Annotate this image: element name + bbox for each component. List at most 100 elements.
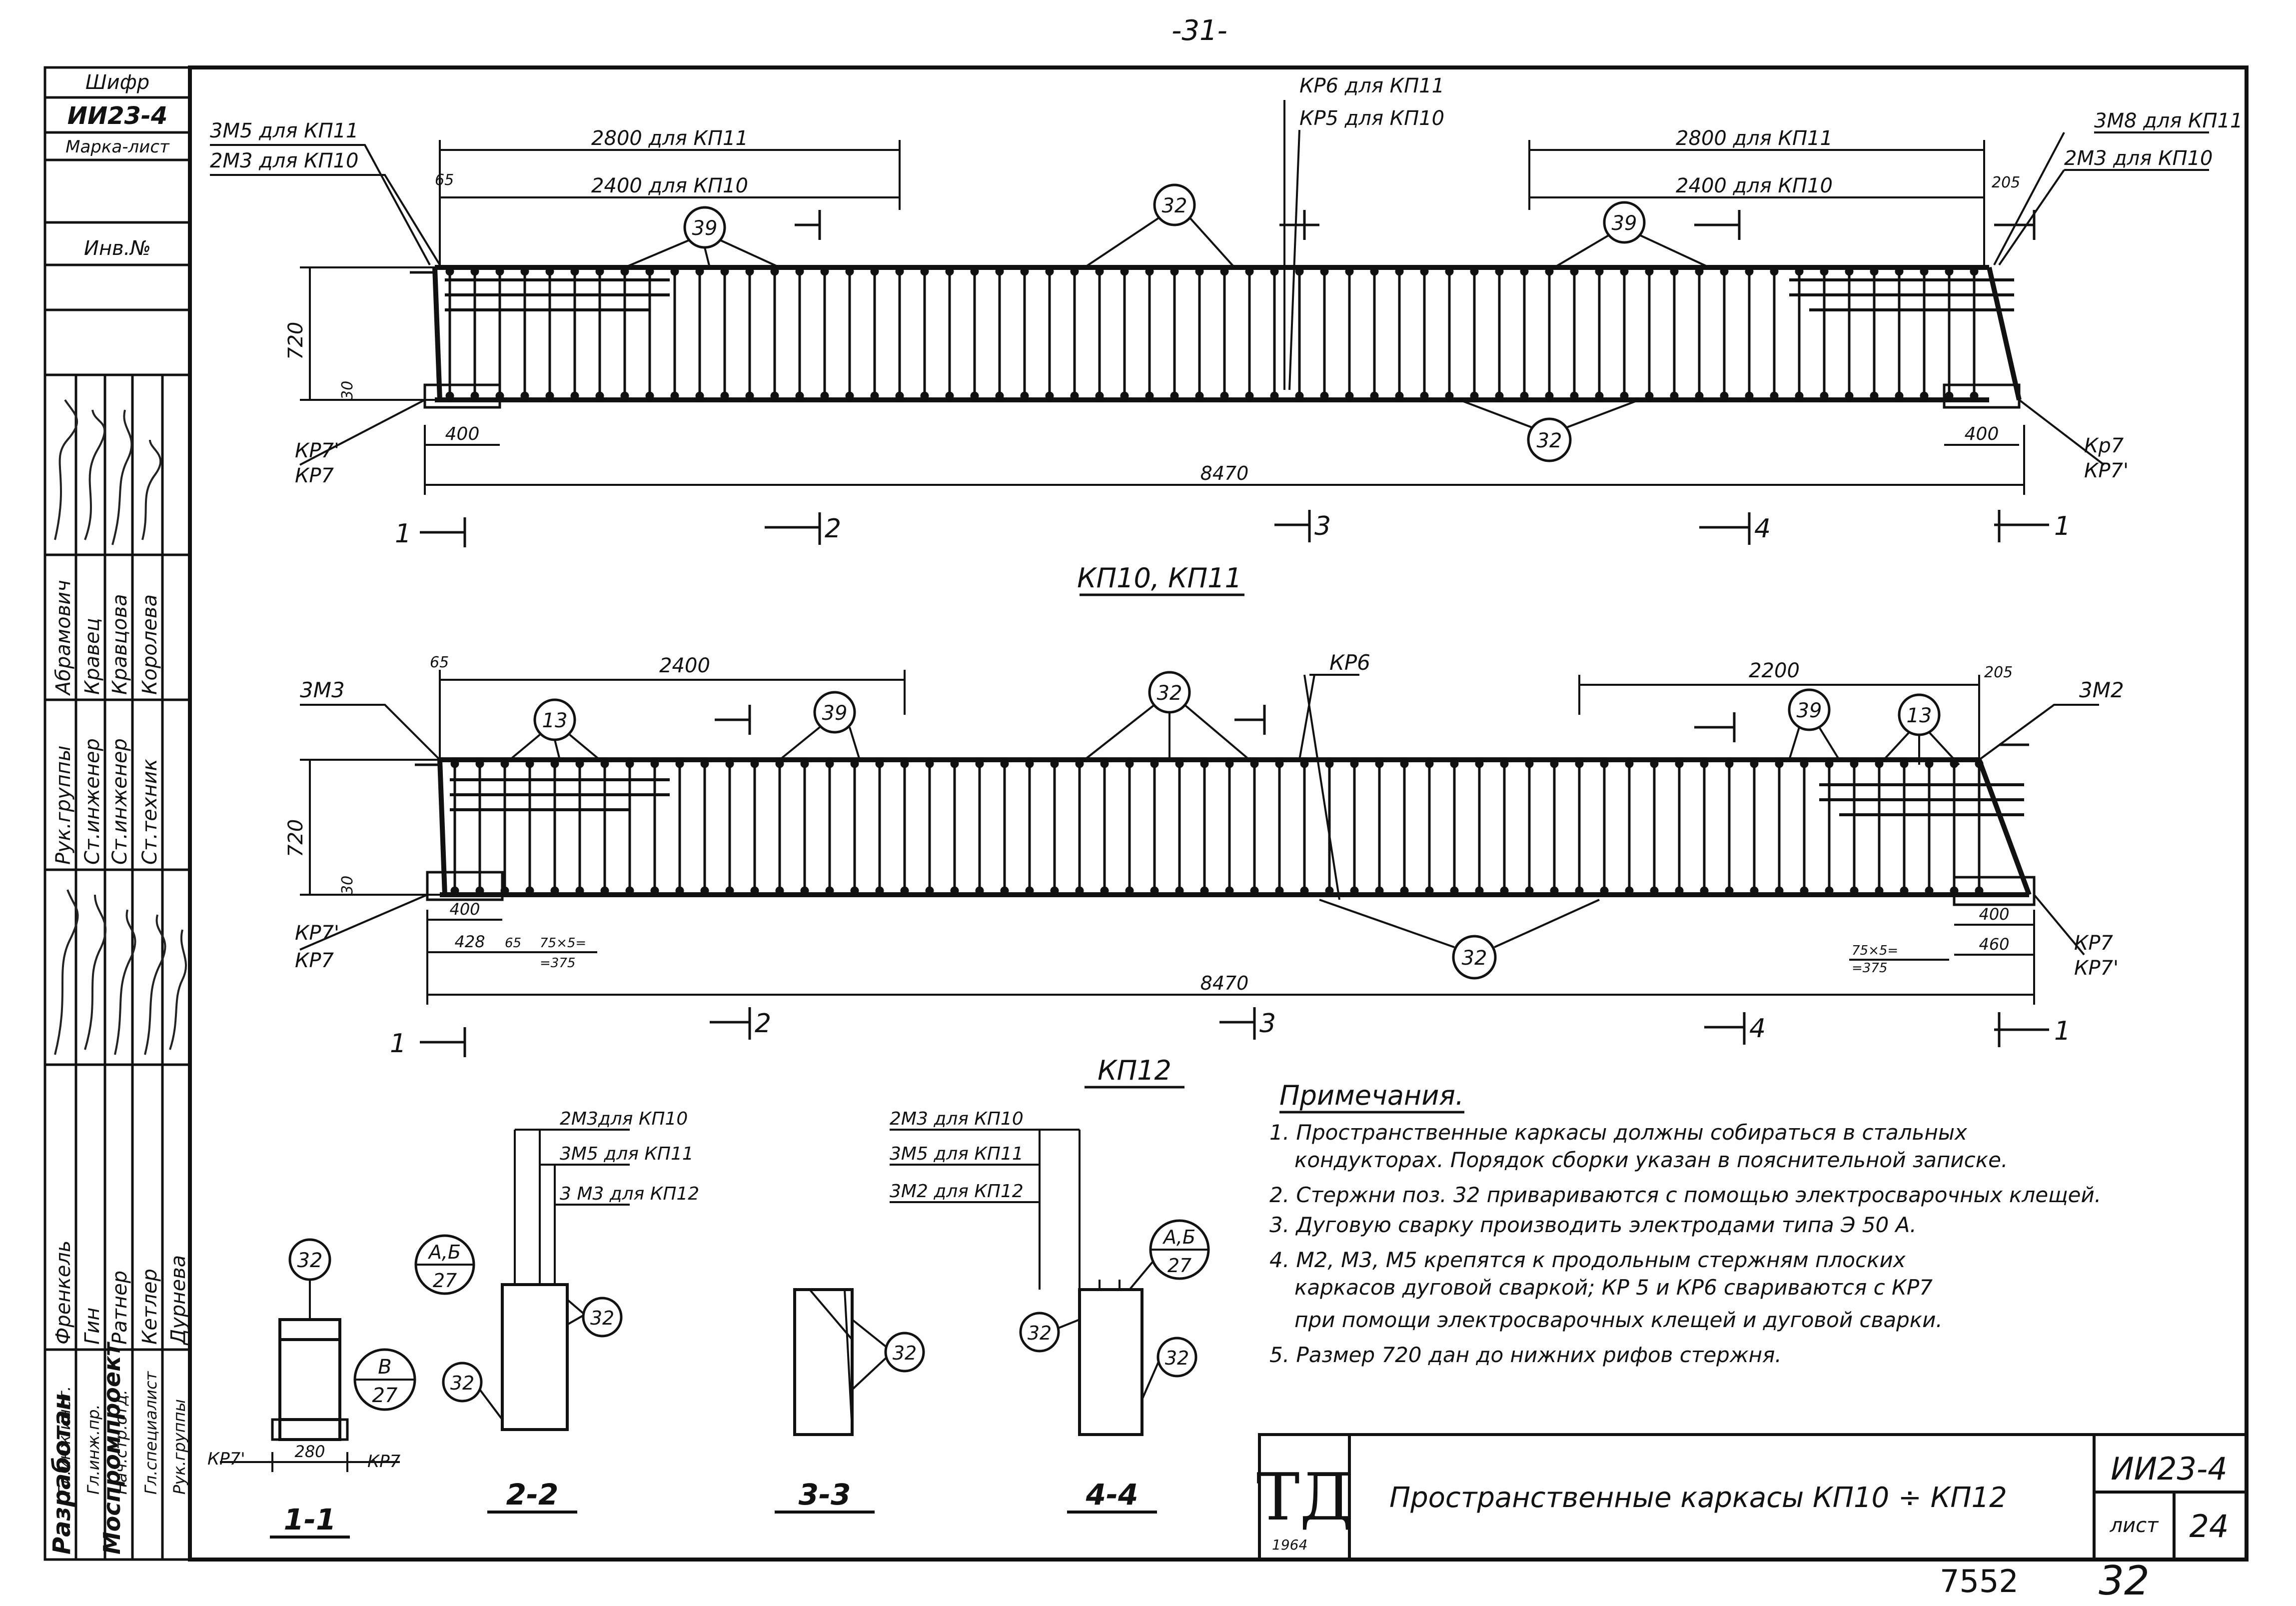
weld-dot — [1975, 886, 1984, 895]
top-dim-65: 65 — [435, 171, 454, 189]
weld-dot — [570, 267, 579, 276]
weld-dot — [1295, 391, 1304, 400]
weld-dot — [1370, 267, 1379, 276]
weld-dot — [1220, 267, 1229, 276]
s11-mark: 32 — [297, 1249, 323, 1272]
bottom-dim-75c: 75×5= — [1852, 943, 1898, 958]
weld-dot — [1770, 267, 1779, 276]
weld-dot — [525, 759, 534, 768]
weld-dot — [875, 759, 884, 768]
top-dim-400-left: 400 — [445, 424, 480, 444]
weld-dot — [1245, 267, 1254, 276]
weld-dot — [1895, 391, 1904, 400]
bottom-kr-right-1: КР7 — [2074, 932, 2114, 955]
weld-dot — [1100, 886, 1109, 895]
weld-dot — [845, 267, 854, 276]
weld-dot — [1150, 759, 1159, 768]
weld-dot — [1770, 391, 1779, 400]
bottom-kr-left-1: КР7' — [295, 922, 339, 945]
person2-2: Гин — [81, 1308, 104, 1345]
weld-dot — [1745, 391, 1754, 400]
weld-dot — [1045, 267, 1054, 276]
top-dim-205: 205 — [1992, 174, 2020, 191]
person2-5: Дурнева — [167, 1255, 190, 1346]
weld-dot — [1320, 267, 1329, 276]
weld-dot — [1900, 886, 1909, 895]
person-3: Кравцова — [108, 594, 131, 695]
weld-dot — [595, 267, 604, 276]
weld-dot — [1725, 759, 1734, 768]
position2-1: Гл.инж.инст. — [55, 1386, 74, 1495]
weld-dot — [1225, 886, 1234, 895]
bottom-stirrups — [450, 759, 1984, 895]
top-label-center-1: КР6 для КП11 — [1299, 74, 1444, 97]
weld-dot — [895, 391, 904, 400]
bottom-mark-39-right — [1788, 688, 1831, 731]
s22-mark-2: 32 — [450, 1372, 474, 1394]
weld-dot — [1070, 391, 1079, 400]
weld-dot — [770, 391, 779, 400]
bottom-dim-75a: 75×5= — [540, 936, 586, 951]
weld-dot — [1150, 886, 1159, 895]
top-stirrups — [445, 267, 1979, 400]
weld-dot — [1820, 267, 1829, 276]
position2-5: Рук.группы — [170, 1399, 189, 1495]
weld-dot — [1875, 886, 1884, 895]
weld-dot — [1050, 886, 1059, 895]
weld-dot — [1300, 759, 1309, 768]
bottom-section-4: 4 — [1749, 1014, 1766, 1044]
s22-label-2: 3М5 для КП11 — [560, 1144, 694, 1164]
weld-dot — [1445, 267, 1454, 276]
weld-dot — [745, 391, 754, 400]
bottom-dim-right: 2200 — [1749, 659, 1800, 682]
weld-dot — [1100, 759, 1109, 768]
weld-dot — [575, 759, 584, 768]
s44-mark-1: 32 — [1028, 1322, 1052, 1344]
top-dim-right-2: 2400 для КП10 — [1676, 174, 1833, 197]
weld-dot — [1775, 886, 1784, 895]
weld-dot — [1120, 267, 1129, 276]
note-line-6: каркасов дуговой сваркой; КР 5 и КР6 сва… — [1294, 1275, 1933, 1300]
weld-dot — [1250, 759, 1259, 768]
weld-dot — [1195, 391, 1204, 400]
weld-dot — [1625, 759, 1634, 768]
weld-dot — [620, 391, 629, 400]
weld-dot — [1745, 267, 1754, 276]
weld-dot — [1825, 759, 1834, 768]
weld-dot — [475, 759, 484, 768]
weld-dot — [1075, 759, 1084, 768]
cipher-value: ИИ23-4 — [67, 102, 167, 130]
bottom-plate-left — [426, 871, 504, 901]
s22-label-1: 2М3для КП10 — [560, 1109, 688, 1129]
person2-3: Ратнер — [108, 1271, 131, 1345]
weld-dot — [870, 267, 879, 276]
weld-dot — [1045, 391, 1054, 400]
weld-dot — [1245, 391, 1254, 400]
title-logo: ТД — [1256, 1459, 1352, 1535]
weld-dot — [520, 391, 529, 400]
weld-dot — [1350, 759, 1359, 768]
bottom-dim-total: 8470 — [1200, 972, 1249, 994]
s22-label-3: 3 М3 для КП12 — [560, 1184, 699, 1204]
weld-dot — [675, 759, 684, 768]
bottom-label-left: 3М3 — [300, 678, 345, 702]
s11-dim: 280 — [294, 1442, 325, 1461]
bottom-mark-32-top-text: 32 — [1157, 682, 1182, 705]
weld-dot — [1925, 759, 1934, 768]
weld-dot — [1470, 267, 1479, 276]
weld-dot — [1520, 267, 1529, 276]
weld-dot — [1525, 886, 1534, 895]
weld-dot — [1720, 391, 1729, 400]
weld-dot — [550, 886, 559, 895]
s33-label-1: 2М3 для КП10 — [890, 1109, 1024, 1129]
bottom-mark-39-left-text: 39 — [822, 702, 848, 725]
bottom-view-title: КП12 — [1098, 1055, 1171, 1086]
top-label-left-1: 3М5 для КП11 — [210, 119, 359, 142]
weld-dot — [1925, 886, 1934, 895]
person-1: Абрамович — [52, 580, 75, 696]
weld-dot — [1220, 391, 1229, 400]
weld-dot — [695, 391, 704, 400]
bottom-dim-height: 720 — [284, 819, 307, 857]
s44-circle-bottom: 27 — [1167, 1255, 1191, 1277]
